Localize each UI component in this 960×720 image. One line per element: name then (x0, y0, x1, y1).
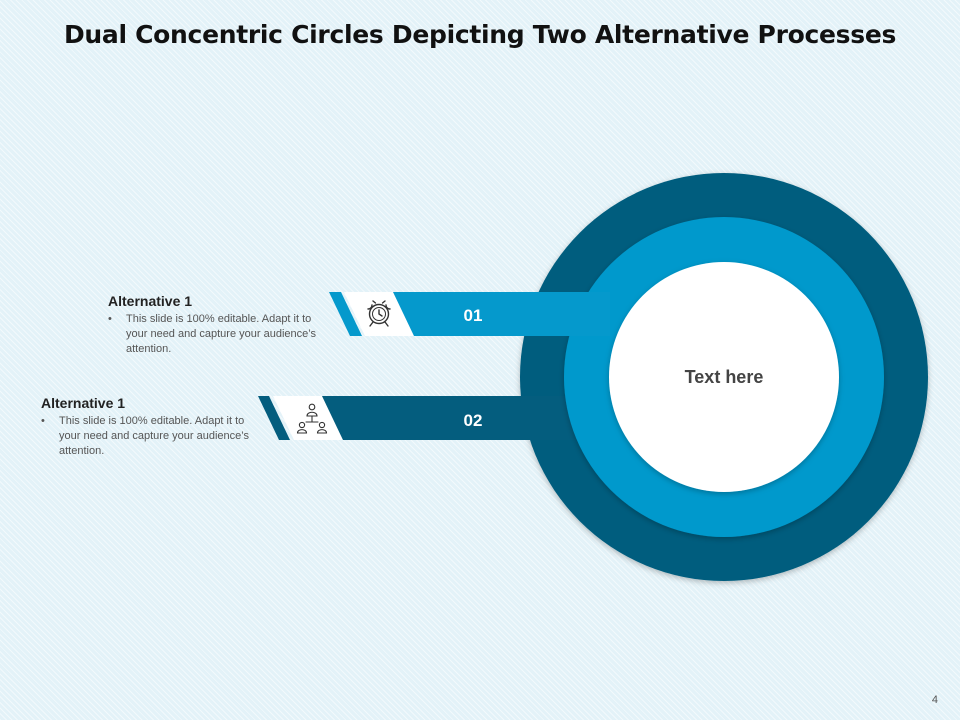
inner-circle (609, 262, 839, 492)
process-band-02-icon-panel (273, 396, 343, 440)
process-body-02: • This slide is 100% editable. Adapt it … (41, 414, 251, 459)
process-body-text-02: This slide is 100% editable. Adapt it to… (59, 415, 249, 457)
process-band-01-stripe (329, 292, 362, 336)
process-heading-01: Alternative 1 (108, 293, 193, 309)
process-description-01: Alternative 1 • This slide is 100% edita… (108, 293, 318, 357)
process-description-02: Alternative 1 • This slide is 100% edita… (41, 395, 251, 459)
bullet-icon: • (108, 313, 112, 325)
process-number-01: 01 (464, 306, 483, 325)
process-body-01: • This slide is 100% editable. Adapt it … (108, 312, 318, 357)
center-label: Text here (685, 367, 764, 387)
bullet-icon: • (41, 415, 45, 427)
process-body-text-01: This slide is 100% editable. Adapt it to… (126, 313, 316, 355)
process-band-02-stripe (258, 396, 290, 440)
page-number: 4 (931, 694, 938, 706)
process-heading-02: Alternative 1 (41, 395, 126, 411)
process-band-01 (393, 292, 610, 336)
org-chart-people-icon (296, 403, 328, 434)
process-band-02 (322, 396, 600, 440)
alarm-clock-icon (367, 300, 391, 327)
process-number-02: 02 (464, 411, 483, 430)
page-title: Dual Concentric Circles Depicting Two Al… (63, 20, 897, 49)
